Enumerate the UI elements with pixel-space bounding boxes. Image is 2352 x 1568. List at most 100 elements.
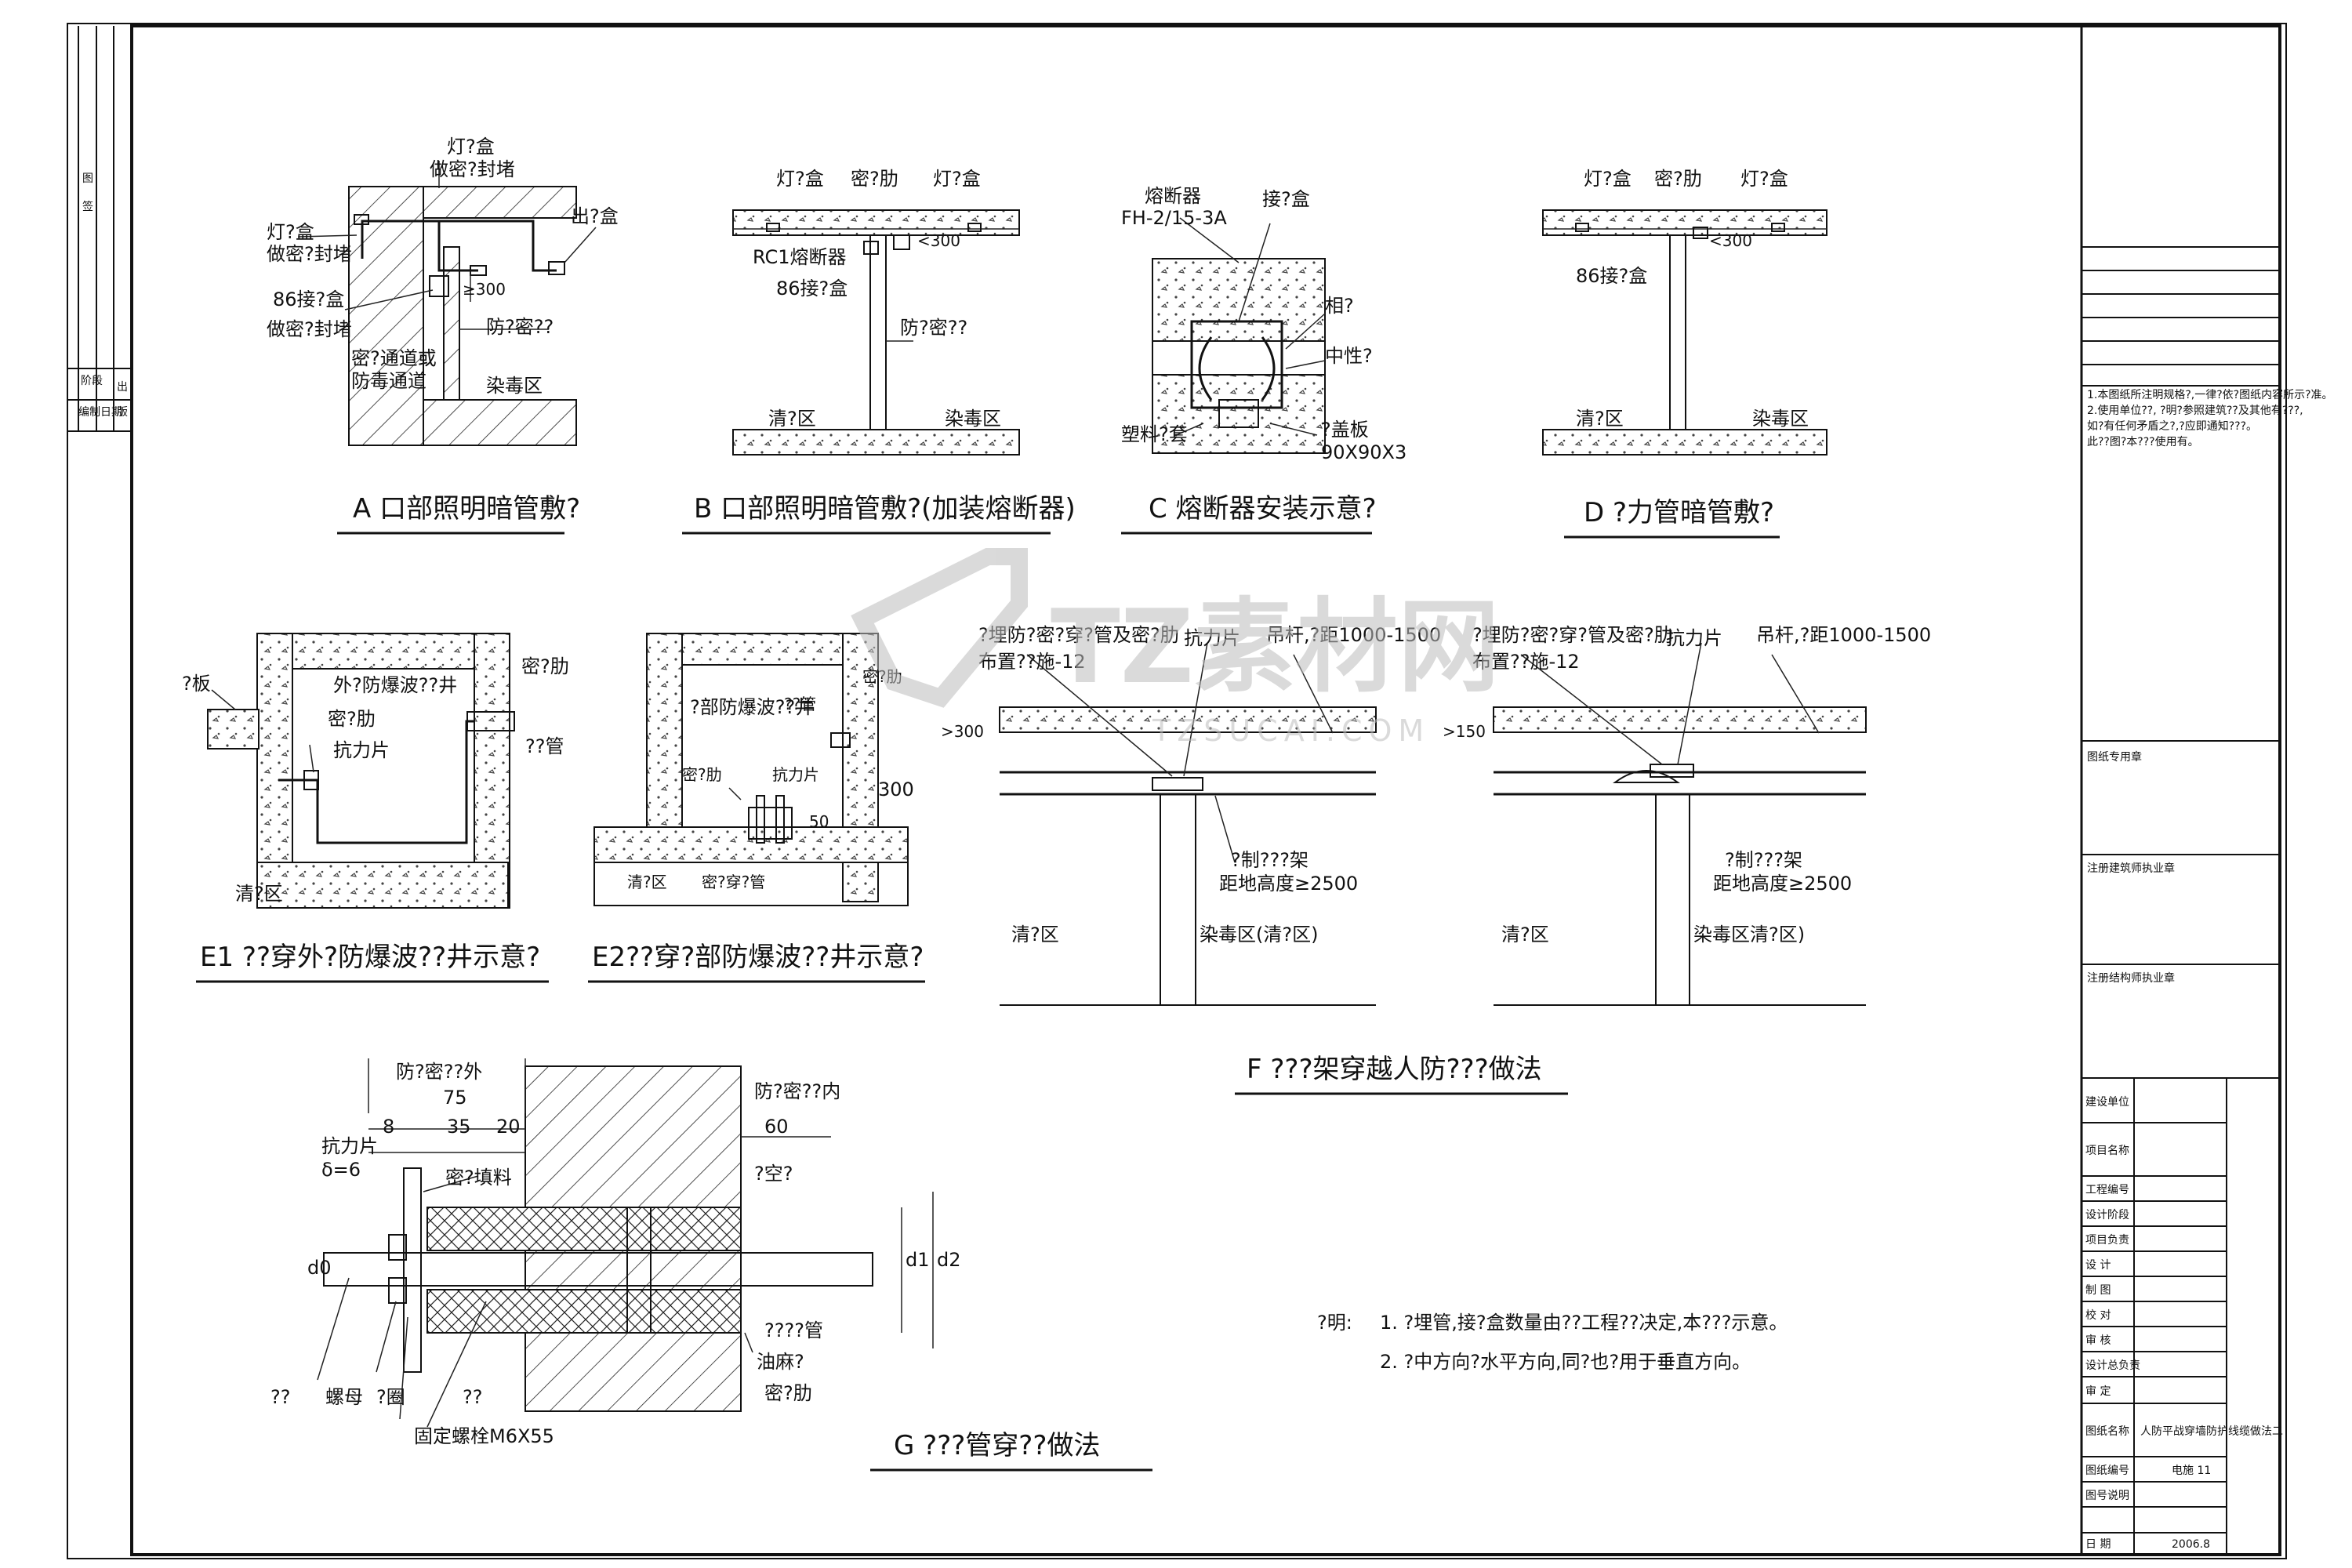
svg-text:密?穿?管: 密?穿?管 <box>702 873 765 891</box>
svg-text:抗力片: 抗力片 <box>321 1135 378 1157</box>
svg-text:距地高度≥2500: 距地高度≥2500 <box>1713 873 1852 895</box>
svg-text:2006.8: 2006.8 <box>2172 1538 2210 1551</box>
svg-text:做密?封堵: 做密?封堵 <box>430 158 515 180</box>
svg-text:20: 20 <box>496 1116 521 1138</box>
svg-text:图纸编号: 图纸编号 <box>2085 1465 2129 1477</box>
svg-text:吊杆,?距1000-1500: 吊杆,?距1000-1500 <box>1266 624 1441 646</box>
svg-text:油麻?: 油麻? <box>757 1351 804 1373</box>
svg-text:??管: ??管 <box>784 695 816 713</box>
svg-text:60: 60 <box>764 1116 789 1138</box>
svg-text:RC1熔断器: RC1熔断器 <box>753 246 847 268</box>
svg-text:电施 11: 电施 11 <box>2172 1465 2211 1477</box>
svg-text:密?填料: 密?填料 <box>445 1167 512 1189</box>
svg-text:校 对: 校 对 <box>2085 1308 2111 1322</box>
svg-text:做密?封堵: 做密?封堵 <box>267 243 352 265</box>
svg-text:清?区: 清?区 <box>768 408 816 430</box>
svg-text:<300: <300 <box>1709 231 1752 250</box>
watermark-logo: TZ素材网 <box>1051 587 1500 706</box>
svg-text:出: 出 <box>117 381 128 394</box>
svg-text:图: 图 <box>82 172 93 185</box>
svg-text:86接?盒: 86接?盒 <box>273 289 344 310</box>
svg-text:?盖板: ?盖板 <box>1321 419 1369 441</box>
svg-text:图纸专用章: 图纸专用章 <box>2087 750 2142 764</box>
svg-text:出?盒: 出?盒 <box>571 205 619 227</box>
svg-text:?埋防?密?穿?管及密?肋: ?埋防?密?穿?管及密?肋 <box>978 624 1179 646</box>
svg-text:人防平战穿墙防护线缆做法二: 人防平战穿墙防护线缆做法二 <box>2140 1425 2283 1438</box>
svg-text:塑料?套: 塑料?套 <box>1121 423 1188 445</box>
svg-text:?埋防?密?穿?管及密?肋: ?埋防?密?穿?管及密?肋 <box>1472 624 1673 646</box>
svg-text:防?密??: 防?密?? <box>900 317 967 339</box>
svg-text:????管: ????管 <box>764 1319 823 1341</box>
svg-text:?部防爆波??井: ?部防爆波??井 <box>690 696 814 718</box>
svg-text:日 期: 日 期 <box>2085 1538 2111 1551</box>
svg-text:抗力片: 抗力片 <box>1666 627 1722 649</box>
svg-text:密?肋: 密?肋 <box>682 765 722 784</box>
fig-b-lighting-fuse: 灯?盒 密?肋 灯?盒 RC1熔断器 86接?盒 <300 防?密?? 清?区 … <box>682 168 1076 535</box>
fig-c-fuse-install: 熔断器 FH-2/15-3A 接?盒 相? 中性? 塑料?套 ?盖板 90X90… <box>1121 185 1406 535</box>
svg-text:制 图: 制 图 <box>2085 1284 2111 1297</box>
svg-text:??: ?? <box>463 1386 482 1408</box>
svg-text:?空?: ?空? <box>754 1163 793 1185</box>
svg-text:防?密??外: 防?密??外 <box>396 1061 482 1083</box>
svg-text:阶段: 阶段 <box>81 375 103 387</box>
svg-text:版: 版 <box>117 406 128 419</box>
svg-text:90X90X3: 90X90X3 <box>1321 441 1406 463</box>
svg-text:FH-2/15-3A: FH-2/15-3A <box>1121 207 1227 229</box>
svg-text:接?盒: 接?盒 <box>1262 188 1310 210</box>
svg-text:相?: 相? <box>1325 295 1354 317</box>
svg-text:灯?盒: 灯?盒 <box>1740 168 1788 190</box>
drawing-frame <box>130 24 2281 1556</box>
fig-e1-external-well: ?板 外?防爆波??井 密?肋 密?肋 抗力片 ??管 清?区 E1 ??穿外?… <box>182 633 569 983</box>
svg-text:签: 签 <box>82 200 93 213</box>
outer-border <box>67 23 2287 1559</box>
svg-text:项目名称: 项目名称 <box>2085 1145 2129 1157</box>
svg-text:设计总负责: 设计总负责 <box>2085 1359 2140 1372</box>
fig-d-power-conduit: 灯?盒 密?肋 灯?盒 86接?盒 <300 清?区 染毒区 D ?力管暗管敷? <box>1542 168 1828 539</box>
fig-c-title: C 熔断器安装示意? <box>1149 493 1377 524</box>
svg-text:35: 35 <box>447 1116 471 1138</box>
svg-text:如?有任何矛盾之?,?应即通知???。: 如?有任何矛盾之?,?应即通知???。 <box>2087 419 2257 433</box>
svg-text:?制???架: ?制???架 <box>1725 849 1802 871</box>
fig-a-label-1: 灯?盒 <box>447 136 495 158</box>
svg-text:抗力片: 抗力片 <box>772 765 819 784</box>
fig-a-lighting-conduit: 灯?盒 做密?封堵 灯?盒 做密?封堵 出?盒 86接?盒 做密?封堵 ≥300… <box>267 136 619 535</box>
fig-g-pipe-through-wall: 防?密??外 防?密??内 75 8 35 20 60 抗力片 δ=6 密?填料… <box>270 1058 1152 1472</box>
svg-text:清?区: 清?区 <box>1501 924 1549 946</box>
svg-text:染毒区: 染毒区 <box>945 408 1001 430</box>
title-block-rows: 建设单位 项目名称 工程编号 设计阶段 项目负责 设 计 制 图 校 对 审 核… <box>2082 1078 2283 1555</box>
svg-text:灯?盒: 灯?盒 <box>1584 168 1632 190</box>
svg-text:防?密??内: 防?密??内 <box>754 1080 840 1102</box>
svg-text:密?肋: 密?肋 <box>328 708 376 730</box>
svg-text:?圈: ?圈 <box>376 1386 405 1408</box>
svg-text:d0: d0 <box>307 1257 332 1279</box>
svg-text:染毒区: 染毒区 <box>486 375 543 397</box>
svg-text:做密?封堵: 做密?封堵 <box>267 318 352 340</box>
svg-text:灯?盒: 灯?盒 <box>933 168 981 190</box>
svg-text:清?区: 清?区 <box>1576 408 1624 430</box>
svg-text:75: 75 <box>443 1087 467 1109</box>
svg-text:?制???架: ?制???架 <box>1231 849 1308 871</box>
svg-text:抗力片: 抗力片 <box>1184 627 1240 649</box>
fig-d-title: D ?力管暗管敷? <box>1584 497 1774 528</box>
svg-text:清?区: 清?区 <box>235 883 283 905</box>
svg-text:密?肋: 密?肋 <box>764 1382 812 1404</box>
svg-text:密?肋: 密?肋 <box>851 168 898 190</box>
svg-text:防毒通道: 防毒通道 <box>351 370 426 392</box>
svg-text:<300: <300 <box>917 231 960 250</box>
fig-e2-title: E2??穿?部防爆波??井示意? <box>592 942 924 973</box>
svg-text:图纸名称: 图纸名称 <box>2085 1425 2129 1438</box>
svg-text:1.本图纸所注明规格?,一律?依?图纸内容所示?准。: 1.本图纸所注明规格?,一律?依?图纸内容所示?准。 <box>2087 388 2333 401</box>
svg-text:??: ?? <box>270 1386 290 1408</box>
svg-text:防?密??: 防?密?? <box>486 316 554 338</box>
svg-text:染毒区(清?区): 染毒区(清?区) <box>1200 924 1318 946</box>
svg-text:300: 300 <box>878 779 914 800</box>
svg-text:螺母: 螺母 <box>325 1386 363 1408</box>
svg-text:密?通道或: 密?通道或 <box>351 347 437 369</box>
svg-text:设计阶段: 设计阶段 <box>2085 1209 2129 1221</box>
svg-text:审 核: 审 核 <box>2085 1334 2111 1347</box>
svg-text:8: 8 <box>383 1116 394 1138</box>
svg-text:86接?盒: 86接?盒 <box>1576 265 1647 287</box>
svg-text:2.使用单位??, ?明?参照建筑??及其他有???,: 2.使用单位??, ?明?参照建筑??及其他有???, <box>2087 404 2303 417</box>
watermark-url: TZSUCAI.COM <box>1152 713 1430 748</box>
